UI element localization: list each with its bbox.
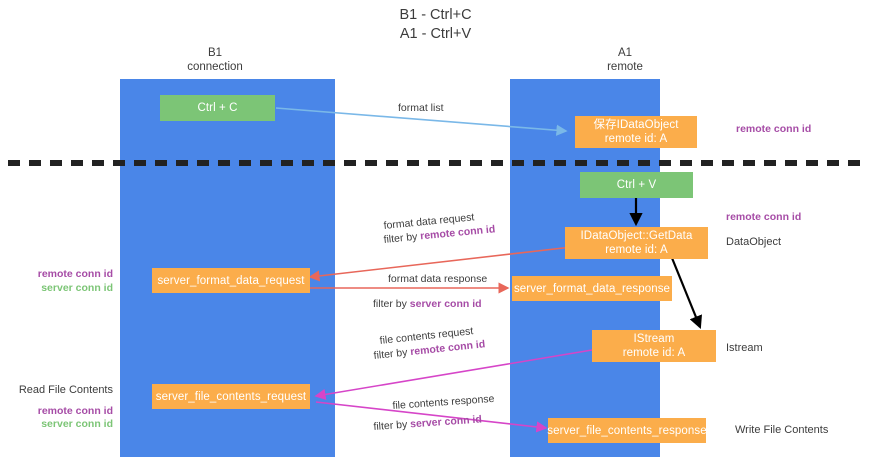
filter-key-server-conn-id: server conn id (409, 298, 482, 310)
column-header-b1: B1 connection (187, 47, 243, 73)
annotation-dataobject: DataObject (726, 236, 782, 248)
box-idataobject-getdata[interactable]: IDataObject::GetData remote id: A (565, 227, 708, 259)
column-header-a1: A1 remote (607, 47, 643, 73)
annotation-remote-conn-id-mid: remote conn id (726, 211, 802, 223)
filter-key-server-conn-id: server conn id (409, 413, 483, 431)
filter-prefix: filter by (373, 298, 410, 310)
box-ctrl-c[interactable]: Ctrl + C (160, 95, 275, 121)
annotation-server-conn-id-2: server conn id (41, 418, 113, 430)
annotation-remote-conn-id: remote conn id (37, 268, 113, 280)
page-title: B1 - Ctrl+C A1 - Ctrl+V (399, 7, 472, 42)
box-server-format-data-request[interactable]: server_format_data_request (152, 268, 310, 293)
annotation-remote-conn-id-2: remote conn id (37, 404, 113, 417)
edge-label-format-list: format list (398, 102, 444, 114)
annotation-write-file-contents: Write File Contents (735, 424, 829, 436)
annotation-server-conn-id: server conn id (41, 281, 113, 294)
box-server-file-contents-request[interactable]: server_file_contents_request (152, 384, 310, 409)
edge-label-file-contents-response: file contents response (392, 392, 495, 412)
filter-prefix: filter by (383, 230, 421, 246)
box-ctrl-v[interactable]: Ctrl + V (580, 172, 693, 198)
edge-label-format-data-response: format data response (388, 273, 488, 285)
annotation-istream: Istream (726, 342, 763, 354)
filter-prefix: filter by (373, 346, 411, 362)
annotation-read-file-contents: Read File Contents (18, 384, 113, 396)
filter-prefix: filter by (373, 418, 411, 433)
annotation-conn-ids-upper: remote conn id server conn id (0, 268, 113, 295)
box-server-format-data-response[interactable]: server_format_data_response (512, 276, 672, 301)
annotation-remote-conn-id-top: remote conn id (736, 123, 812, 135)
annotation-read-file-contents-group: Read File Contents remote conn id server… (0, 384, 113, 432)
edge-label-file-contents-response-filter: filter by server conn id (373, 412, 482, 434)
box-istream[interactable]: IStream remote id: A (592, 330, 716, 362)
box-server-file-contents-response[interactable]: server_file_contents_response (547, 418, 707, 443)
box-idataobject[interactable]: 保存IDataObject remote id: A (575, 116, 697, 148)
edge-label-format-data-response-filter: filter by server conn id (373, 297, 482, 311)
